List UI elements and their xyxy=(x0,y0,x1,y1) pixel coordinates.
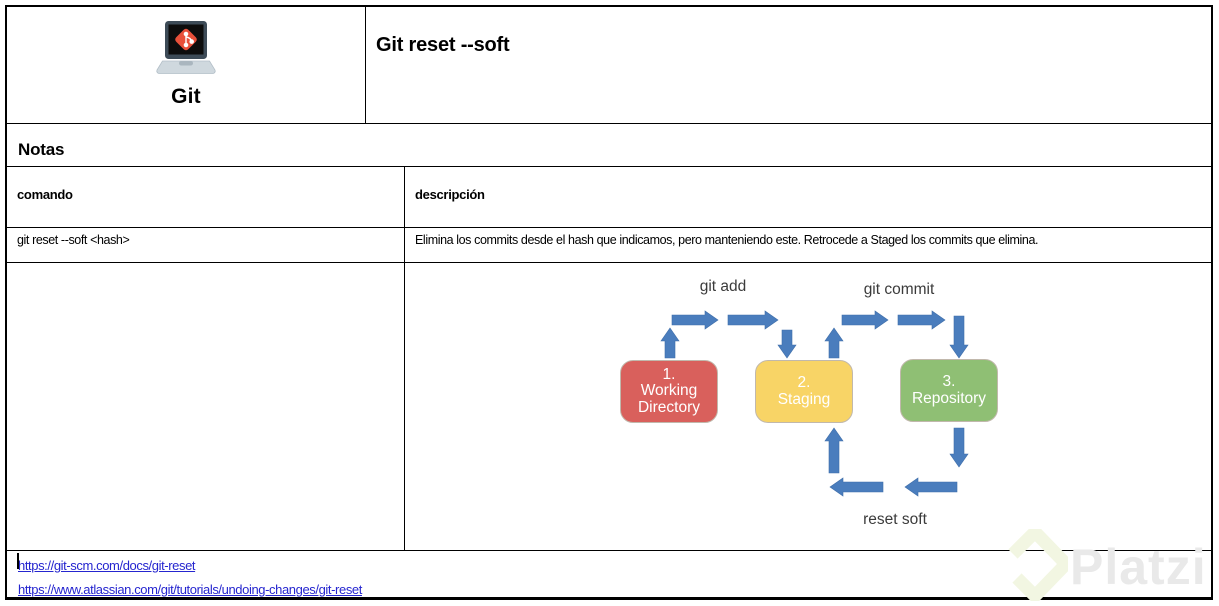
platzi-watermark: Platzi xyxy=(998,522,1219,606)
git-laptop-icon xyxy=(148,20,224,81)
arrow-up-icon xyxy=(824,427,844,474)
box-working-directory: 1. Working Directory xyxy=(620,360,718,423)
arrow-right-icon xyxy=(727,310,779,330)
diagram-row xyxy=(7,263,1211,551)
column-header-comando[interactable]: comando xyxy=(7,167,405,227)
arrow-down-icon xyxy=(777,329,797,359)
text-caret xyxy=(17,553,19,569)
descripcion-cell[interactable]: Elimina los commits desde el hash que in… xyxy=(415,233,1039,247)
comando-cell[interactable]: git reset --soft <hash> xyxy=(7,228,405,262)
table-header-row: comando descripción xyxy=(7,167,1211,228)
arrow-up-icon xyxy=(660,327,680,359)
arrow-down-icon xyxy=(949,427,969,468)
git-logo-label: Git xyxy=(171,85,201,108)
diagram-empty-cell xyxy=(7,263,405,550)
arrow-right-icon xyxy=(841,310,889,330)
box-staging: 2. Staging xyxy=(755,360,853,423)
column-header-descripcion[interactable]: descripción xyxy=(415,187,485,202)
platzi-watermark-text: Platzi xyxy=(1070,539,1207,595)
header-row: Git Git reset --soft xyxy=(7,7,1211,124)
platzi-logo-icon xyxy=(1002,522,1076,606)
title-cell[interactable]: Git reset --soft xyxy=(366,7,1211,123)
arrow-left-icon xyxy=(904,477,958,497)
link-atlassian[interactable]: https://www.atlassian.com/git/tutorials/… xyxy=(18,582,362,597)
label-reset-soft: reset soft xyxy=(863,511,927,528)
table-data-row: git reset --soft <hash> Elimina los comm… xyxy=(7,228,1211,263)
notes-page: Git Git reset --soft Notas comando descr… xyxy=(5,5,1213,600)
arrow-up-icon xyxy=(824,327,844,359)
notas-heading[interactable]: Notas xyxy=(18,140,65,159)
links-row[interactable]: https://git-scm.com/docs/git-reset https… xyxy=(7,551,1211,598)
label-git-add: git add xyxy=(699,278,747,295)
git-logo-cell: Git xyxy=(7,7,366,123)
page-title[interactable]: Git reset --soft xyxy=(376,34,510,56)
arrow-left-icon xyxy=(829,477,884,497)
arrow-right-icon xyxy=(897,310,946,330)
box-repository: 3. Repository xyxy=(900,359,998,422)
arrow-down-icon xyxy=(949,315,969,359)
label-git-commit: git commit xyxy=(863,281,935,298)
link-git-scm[interactable]: https://git-scm.com/docs/git-reset xyxy=(18,558,196,573)
arrow-right-icon xyxy=(671,310,719,330)
git-flow-diagram[interactable]: 1. Working Directory 2. Staging 3. Repos… xyxy=(610,270,1020,540)
notas-row: Notas xyxy=(7,124,1211,167)
